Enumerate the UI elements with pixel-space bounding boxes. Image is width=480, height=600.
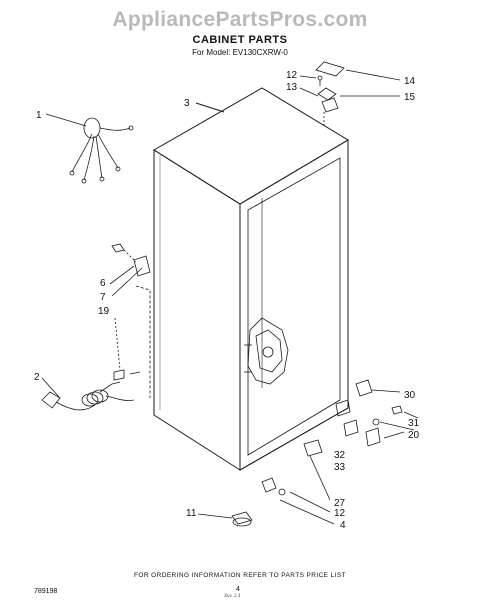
callout-11: 11 xyxy=(186,508,197,519)
callout-33: 33 xyxy=(334,462,346,473)
callout-labels: 1 2 3 4 6 7 11 12 12 13 14 15 19 20 27 3… xyxy=(34,70,420,531)
power-cord xyxy=(41,377,135,411)
callout-12-bottom: 12 xyxy=(334,508,346,519)
callout-27: 27 xyxy=(334,498,346,509)
callout-6: 6 xyxy=(100,278,106,289)
part-list-number: 789198 xyxy=(34,588,58,595)
right-hinge-parts xyxy=(335,379,419,447)
callout-32: 32 xyxy=(334,450,346,461)
watermark: AppliancePartsPros.com xyxy=(112,8,368,31)
callout-3: 3 xyxy=(184,98,190,109)
callout-12-top: 12 xyxy=(286,70,298,81)
wire-harness xyxy=(45,113,134,184)
callout-19: 19 xyxy=(98,306,110,317)
callout-20: 20 xyxy=(408,430,420,441)
callout-13: 13 xyxy=(286,82,298,93)
page-title: CABINET PARTS xyxy=(192,34,288,46)
left-bracket xyxy=(109,243,151,297)
revision-signature: Xuv. 2.4 xyxy=(224,594,241,599)
callout-1: 1 xyxy=(36,110,42,121)
callout-14: 14 xyxy=(404,76,416,87)
screw-set xyxy=(113,285,151,398)
callout-31: 31 xyxy=(408,418,420,429)
callout-30: 30 xyxy=(404,390,416,401)
leader-3 xyxy=(195,102,225,113)
callout-4: 4 xyxy=(340,520,346,531)
callout-2: 2 xyxy=(34,372,40,383)
ordering-info: FOR ORDERING INFORMATION REFER TO PARTS … xyxy=(134,572,346,579)
top-hinge-parts xyxy=(299,61,401,126)
callout-15: 15 xyxy=(404,92,416,103)
interior-housing xyxy=(244,317,289,385)
callout-7: 7 xyxy=(100,292,106,303)
bottom-parts xyxy=(197,439,335,527)
model-label: For Model: EV130CXRW-0 xyxy=(192,48,288,57)
page-number: 4 xyxy=(236,586,240,593)
cabinet-body xyxy=(153,87,349,471)
